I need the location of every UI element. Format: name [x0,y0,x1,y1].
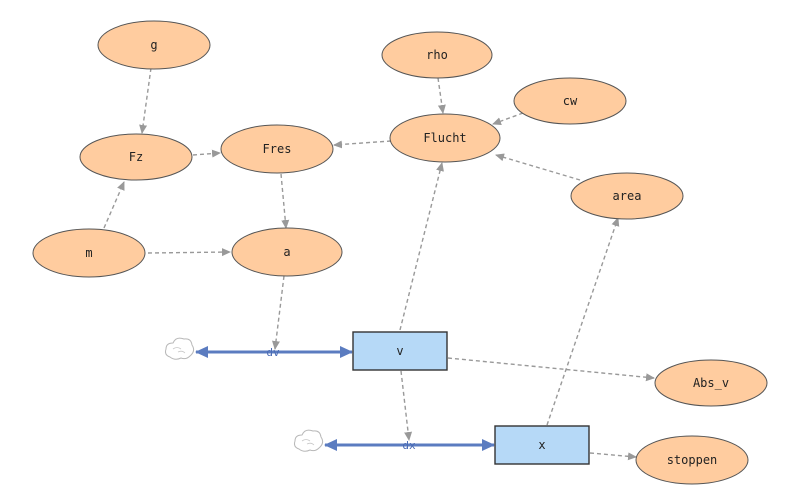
aux-label-area: area [613,189,642,203]
aux-label-g: g [150,38,157,52]
aux-node-g[interactable]: g [97,20,211,70]
aux-node-fres[interactable]: Fres [220,124,334,174]
link-Flucht-Fres [333,140,392,149]
link-v-Abs_v [447,357,655,382]
aux-label-rho: rho [426,48,448,62]
cloud-icon [165,337,195,360]
aux-label-abs-v: Abs_v [693,376,729,390]
aux-node-fz[interactable]: Fz [79,133,193,181]
cloud-icon [294,429,324,452]
stock-v[interactable]: v [352,331,448,371]
aux-label-flucht: Flucht [423,131,466,145]
link-x-area [546,217,620,426]
aux-label-fz: Fz [129,150,143,164]
aux-node-area[interactable]: area [570,172,684,220]
aux-node-abs-v[interactable]: Abs_v [654,359,768,407]
aux-node-cw[interactable]: cw [513,77,627,125]
aux-node-m[interactable]: m [32,228,146,278]
links-layer [103,67,655,461]
link-g-Fz [139,67,152,134]
link-area-Flucht [495,153,581,181]
aux-label-cw: cw [563,94,578,108]
aux-label-a: a [283,245,290,259]
link-Fres-a [280,173,290,229]
link-v-dx [400,370,413,441]
link-m-Fz [103,181,125,229]
auxiliaries-layer: g rho cw Fz Fres Flucht area m [32,20,768,485]
link-x-stoppen [589,452,637,461]
link-a-dv [272,275,285,350]
link-v-Flucht [399,162,444,331]
link-m-a [147,248,231,257]
aux-label-stoppen: stoppen [667,453,718,467]
flows-layer: dv dx [165,337,495,452]
aux-node-flucht[interactable]: Flucht [389,113,501,163]
flow-label-dv: dv [266,346,280,359]
stock-label-x: x [538,438,545,452]
aux-node-rho[interactable]: rho [381,31,493,79]
stock-x[interactable]: x [494,425,590,465]
stocks-layer: v x [352,331,590,465]
flow-label-dx: dx [402,439,416,452]
stock-label-v: v [396,344,403,358]
link-Fz-Fres [192,149,221,158]
aux-label-fres: Fres [263,142,292,156]
aux-node-a[interactable]: a [231,227,343,277]
link-rho-Flucht [437,77,446,114]
link-cw-Flucht [492,112,524,126]
aux-label-m: m [85,246,92,260]
aux-node-stoppen[interactable]: stoppen [635,435,749,485]
